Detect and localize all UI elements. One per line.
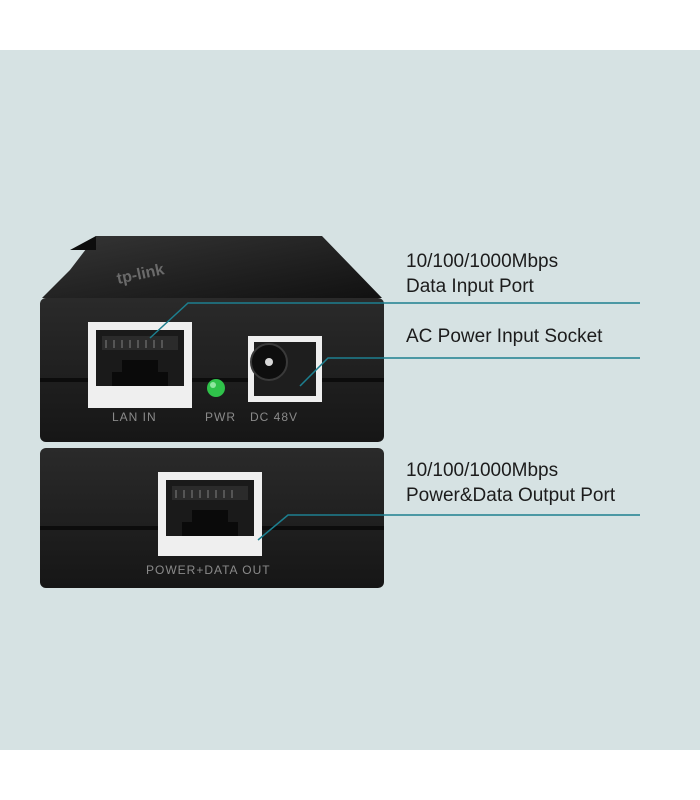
leader-lines [149, 302, 640, 541]
callout-output-line1: 10/100/1000Mbps [406, 460, 559, 481]
pwr-led [207, 379, 225, 397]
power-data-out-port [158, 472, 262, 556]
lan-in-label: LAN IN [112, 410, 157, 424]
dc-48v-label: DC 48V [250, 410, 298, 424]
callout-output-line2: Power&Data Output Port [406, 485, 616, 506]
pwr-label: PWR [205, 410, 236, 424]
callout-output: 10/100/1000Mbps Power&Data Output Port [406, 458, 615, 508]
callout-data-input: 10/100/1000Mbps Data Input Port [406, 249, 558, 299]
callout-data-input-line2: Data Input Port [406, 276, 534, 297]
callout-ac-power: AC Power Input Socket [406, 324, 602, 349]
callout-ac-power-line1: AC Power Input Socket [406, 326, 603, 347]
power-data-out-label: POWER+DATA OUT [146, 563, 271, 577]
leader-output [257, 514, 640, 541]
leader-data-input [149, 302, 640, 339]
callout-data-input-line1: 10/100/1000Mbps [406, 251, 559, 272]
leader-ac-power [299, 357, 640, 387]
lan-in-port [88, 322, 192, 408]
device-top-face [42, 236, 382, 298]
dc-power-socket [248, 336, 322, 402]
